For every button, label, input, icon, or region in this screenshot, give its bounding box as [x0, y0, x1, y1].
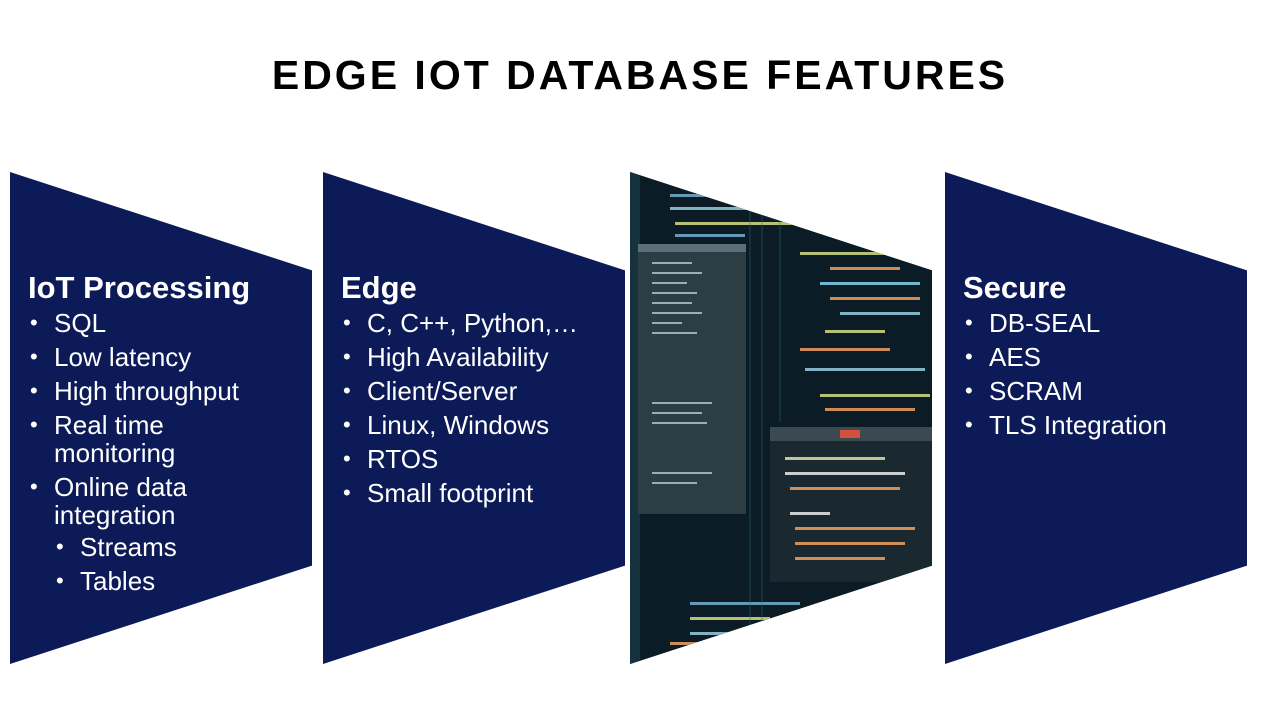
bullet-item: Client/Server: [341, 377, 615, 405]
panel-title: Secure: [963, 270, 1067, 305]
source-code-image: [630, 172, 932, 664]
bullet-item: C, C++, Python,…: [341, 309, 615, 337]
bullet-item: RTOS: [341, 445, 615, 473]
bullet-item: SCRAM: [963, 377, 1237, 405]
sub-bullet-item: Tables: [54, 567, 302, 595]
bullet-list: SQL Low latency High throughput Real tim…: [28, 309, 302, 529]
bullet-item: High throughput: [28, 377, 302, 405]
panel-iot-processing: IoT Processing SQL Low latency High thro…: [10, 172, 312, 664]
bullet-item: Online data integration: [28, 473, 214, 529]
panel-secure: Secure DB-SEAL AES SCRAM TLS Integration: [945, 172, 1247, 664]
panel-title: IoT Processing: [28, 270, 251, 305]
panel-title: Edge: [341, 270, 417, 305]
panel-edge-content: Edge C, C++, Python,… High Availability …: [341, 269, 615, 513]
sub-bullet-list: Streams Tables: [54, 533, 302, 595]
sub-bullet-item: Streams: [54, 533, 302, 561]
bullet-item: AES: [963, 343, 1237, 371]
bullet-item: Linux, Windows: [341, 411, 615, 439]
slide-title: EDGE IOT DATABASE FEATURES: [271, 52, 1009, 98]
bullet-item: TLS Integration: [963, 411, 1237, 439]
panel-secure-content: Secure DB-SEAL AES SCRAM TLS Integration: [963, 269, 1237, 445]
bullet-list: C, C++, Python,… High Availability Clien…: [341, 309, 615, 507]
bullet-item: SQL: [28, 309, 302, 337]
panel-code-image: [630, 172, 932, 664]
bullet-item: Real time monitoring: [28, 411, 204, 467]
panel-iot-processing-content: IoT Processing SQL Low latency High thro…: [28, 269, 302, 601]
bullet-item: Small footprint: [341, 479, 615, 507]
panel-edge: Edge C, C++, Python,… High Availability …: [323, 172, 625, 664]
bullet-list: DB-SEAL AES SCRAM TLS Integration: [963, 309, 1237, 439]
bullet-item: High Availability: [341, 343, 615, 371]
bullet-item: Low latency: [28, 343, 302, 371]
bullet-item: DB-SEAL: [963, 309, 1237, 337]
